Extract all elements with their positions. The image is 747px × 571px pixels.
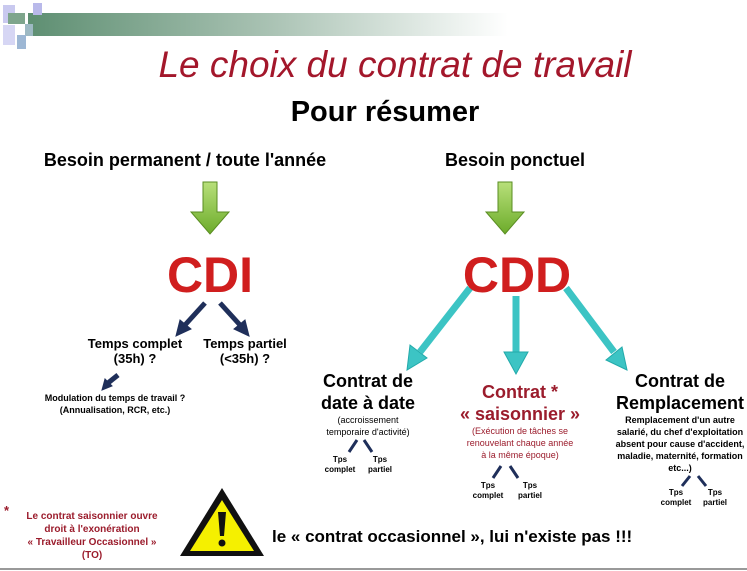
- contrat-saisonnier: Contrat *« saisonnier » (Exécution de tâ…: [459, 382, 581, 460]
- temps-complet: Temps complet(35h) ?: [87, 336, 183, 366]
- cdd-arrows: [406, 285, 628, 376]
- footnote-star: *: [4, 503, 10, 518]
- slide-title: Le choix du contrat de travail: [158, 44, 632, 85]
- slide-subtitle: Pour résumer: [290, 96, 480, 128]
- green-arrow-left: [189, 181, 231, 235]
- modulation-note: Modulation du temps de travail ?(Annuali…: [44, 393, 186, 415]
- cdi-arrows: [101, 301, 250, 391]
- header-decoration: [3, 3, 508, 49]
- cdi-label: CDI: [166, 247, 254, 303]
- green-arrow-right: [484, 181, 526, 235]
- tps-arrows: [347, 439, 708, 487]
- warning-icon: [180, 488, 264, 556]
- need-permanent: Besoin permanent / toute l'année: [43, 150, 327, 170]
- need-ponctuel: Besoin ponctuel: [444, 150, 586, 170]
- temps-partiel: Temps partiel(<35h) ?: [203, 336, 287, 366]
- cdd-label: CDD: [462, 247, 572, 303]
- warning-text: le « contrat occasionnel », lui n'existe…: [272, 527, 633, 546]
